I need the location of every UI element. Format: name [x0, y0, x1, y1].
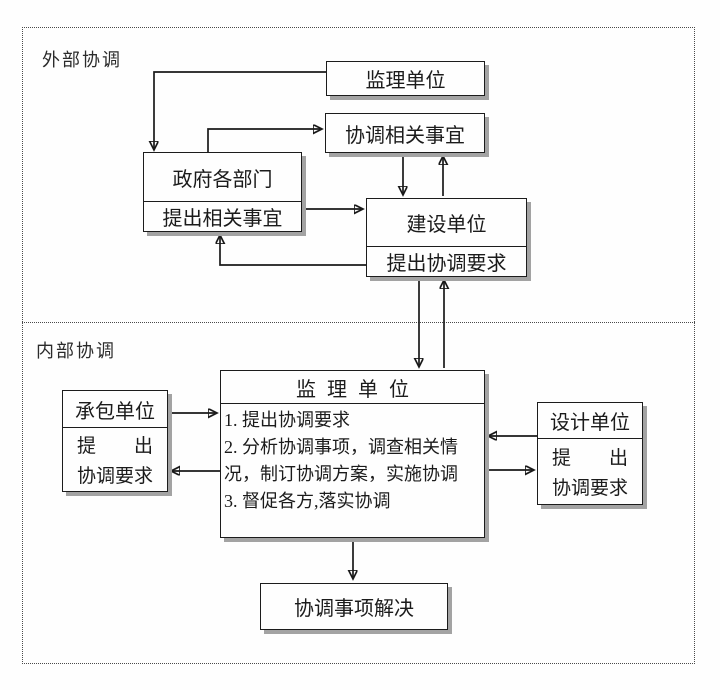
arrow-construction-to-government	[220, 236, 366, 266]
arrow-government-to-coordinate-matters	[207, 129, 321, 153]
box-subtitle: 提出协调要求	[367, 246, 526, 276]
box-body-line: 提 出	[552, 447, 628, 469]
box-title: 政府各部门	[172, 168, 273, 191]
task-item: 1. 提出协调要求	[224, 410, 350, 430]
box-title: 承包单位	[75, 400, 155, 423]
external-coordination-label: 外部协调	[42, 50, 122, 70]
task-item: 3. 督促各方,落实协调	[224, 491, 391, 511]
task-item: 2. 分析协调事项，调查相关情况，制订协调方案，实施协调	[224, 437, 458, 484]
arrow-supervision-to-government	[154, 71, 326, 149]
box-title: 监理单位	[296, 378, 420, 401]
box-external-supervision-unit: 监理单位	[326, 61, 485, 96]
box-title: 协调相关事宜	[345, 124, 465, 147]
box-title: 监理单位	[365, 70, 446, 92]
box-body: 提 出 协调要求	[538, 438, 642, 504]
box-contractor-unit: 承包单位 提 出 协调要求	[62, 390, 168, 492]
box-body-line: 协调要求	[551, 478, 628, 500]
box-government-departments: 政府各部门 提出相关事宜	[143, 152, 302, 232]
section-divider-dotted-line	[22, 322, 695, 323]
box-design-unit: 设计单位 提 出 协调要求	[537, 402, 643, 505]
box-internal-supervision-unit: 监理单位 1. 提出协调要求 2. 分析协调事项，调查相关情况，制订协调方案，实…	[220, 370, 485, 538]
box-task-list: 1. 提出协调要求 2. 分析协调事项，调查相关情况，制订协调方案，实施协调 3…	[221, 403, 484, 537]
box-title: 设计单位	[550, 412, 630, 434]
internal-coordination-label: 内部协调	[36, 341, 116, 361]
box-coordination-resolved: 协调事项解决	[260, 583, 448, 630]
box-construction-unit: 建设单位 提出协调要求	[366, 198, 527, 277]
box-title: 协调事项解决	[294, 598, 414, 620]
box-subtitle: 提出相关事宜	[144, 201, 301, 231]
box-body-line: 提 出	[77, 436, 153, 457]
box-body-line: 协调要求	[76, 466, 153, 487]
box-body: 提 出 协调要求	[63, 427, 167, 491]
box-title: 建设单位	[406, 214, 487, 236]
outer-dotted-border	[22, 27, 695, 664]
box-coordinate-related-matters: 协调相关事宜	[325, 113, 485, 153]
